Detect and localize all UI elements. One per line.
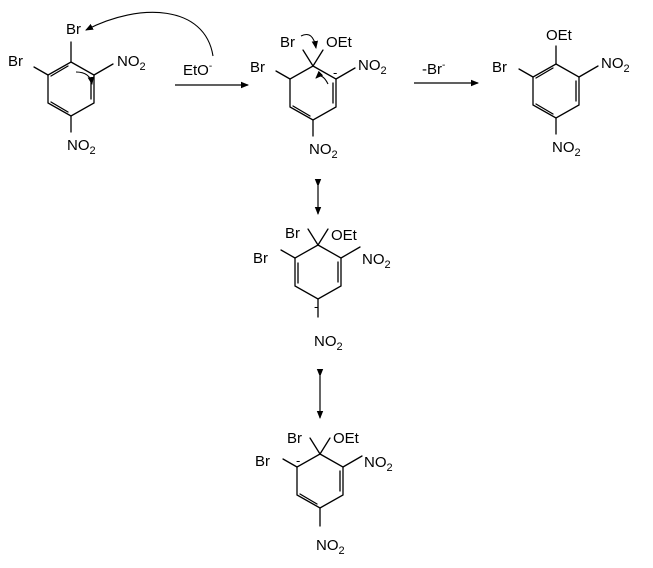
ethoxy-label: OEt: [326, 34, 353, 51]
reactant-dibromodinitrobenzene: Br Br NO2 NO2: [8, 21, 146, 157]
bromide-loss-label: -Br-: [422, 60, 445, 78]
bromo-label: Br: [255, 453, 270, 470]
ethoxy-label: OEt: [331, 227, 358, 244]
bromo-label: Br: [66, 21, 81, 38]
curved-electron-arrow: [315, 70, 329, 85]
curved-electron-arrow: [85, 11, 214, 57]
carbanion-charge: -: [314, 299, 318, 314]
resonance-structure-ortho: Br OEt Br NO2 NO2 -: [255, 430, 393, 557]
nitro-label: NO2: [358, 57, 387, 77]
bromo-label: Br: [492, 59, 507, 76]
nitro-label: NO2: [309, 141, 338, 161]
nitro-label: NO2: [117, 53, 146, 73]
nitro-label: NO2: [552, 139, 581, 159]
bromo-label: Br: [285, 225, 300, 242]
product-bromoethoxydinitrobenzene: OEt Br NO2 NO2: [492, 27, 630, 159]
nitro-label: NO2: [316, 537, 345, 557]
bromo-label: Br: [250, 59, 265, 76]
ethoxy-label: OEt: [546, 27, 573, 44]
nitro-label: NO2: [601, 55, 630, 75]
bromo-label: Br: [280, 34, 295, 51]
ethoxide-label: EtO-: [183, 61, 212, 79]
curved-electron-arrow: [75, 71, 95, 85]
meisenheimer-complex: Br OEt Br NO2 NO2 -: [250, 33, 387, 161]
resonance-structure-para: Br OEt Br NO2 NO2 -: [253, 225, 391, 353]
nitro-label: NO2: [314, 333, 343, 353]
ethoxy-label: OEt: [333, 430, 360, 447]
carbanion-charge: -: [296, 453, 300, 468]
nitro-label: NO2: [67, 137, 96, 157]
carbanion-charge: -: [333, 65, 337, 80]
nitro-label: NO2: [364, 454, 393, 474]
nitro-label: NO2: [362, 251, 391, 271]
bromo-label: Br: [253, 250, 268, 267]
bromo-label: Br: [8, 53, 23, 70]
curved-electron-arrow: [300, 33, 319, 49]
bromo-label: Br: [287, 430, 302, 447]
